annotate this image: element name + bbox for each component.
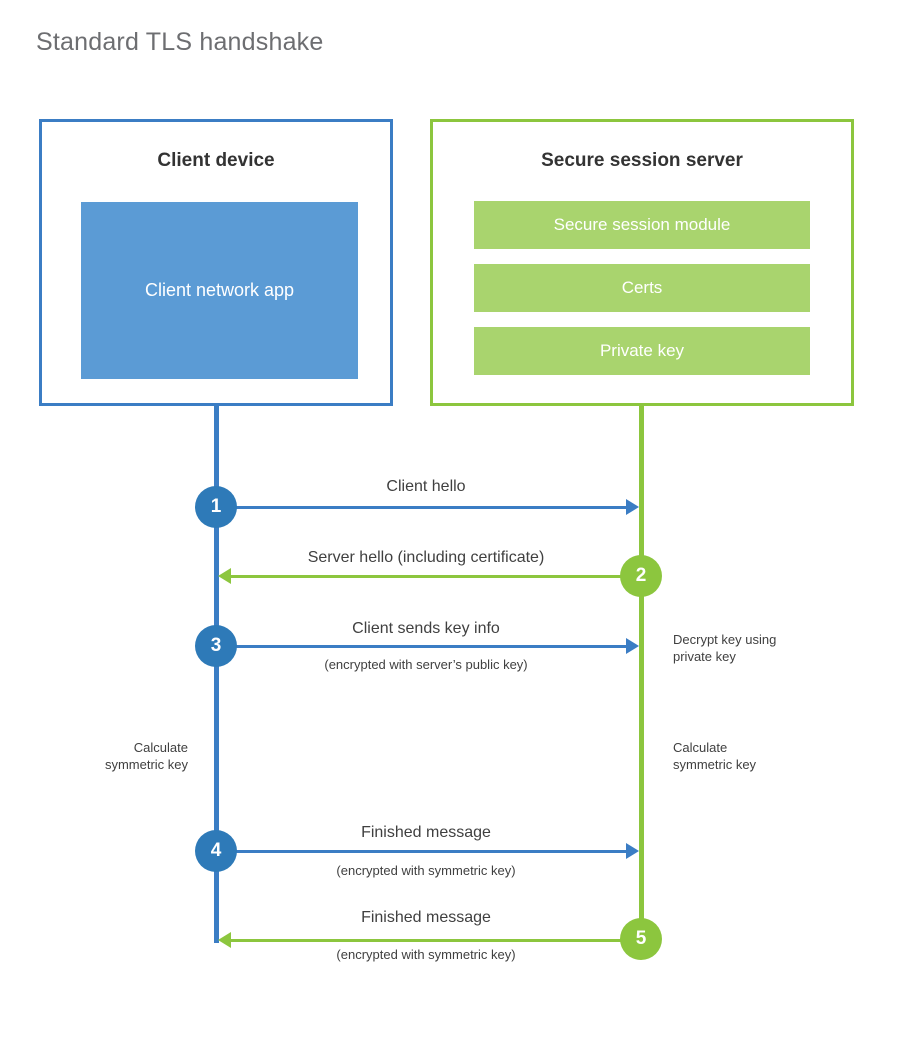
step-5-arrow-head-icon — [218, 932, 231, 948]
step-1-arrow-head-icon — [626, 499, 639, 515]
step-3-arrow-head-icon — [626, 638, 639, 654]
annotation-decrypt-key: Decrypt key using private key — [673, 632, 777, 664]
step-3-arrow-line — [216, 645, 626, 648]
server-component-certs: Certs — [474, 264, 810, 312]
step-4-arrow-line — [216, 850, 626, 853]
step-5-sublabel: (encrypted with symmetric key) — [336, 947, 516, 962]
step-1-label: Client hello — [386, 478, 466, 495]
step-5-arrow-line — [231, 939, 626, 942]
step-3-label: Client sends key info — [352, 620, 500, 637]
step-2-label: Server hello (including certificate) — [307, 549, 545, 566]
secure-session-server-title: Secure session server — [541, 150, 743, 171]
client-device-box: Client device Client network app — [39, 119, 393, 406]
step-1-arrow-line — [216, 506, 626, 509]
secure-session-server-box: Secure session server Secure session mod… — [430, 119, 854, 406]
step-4-arrow-head-icon — [626, 843, 639, 859]
client-network-app-block: Client network app — [81, 202, 358, 379]
step-4-sublabel: (encrypted with symmetric key) — [336, 863, 516, 878]
server-component-private-key: Private key — [474, 327, 810, 375]
step-marker-4: 4 — [195, 830, 237, 872]
annotation-calculate-symmetric-key-client: Calculate symmetric key — [104, 740, 188, 772]
step-3-sublabel: (encrypted with server’s public key) — [324, 657, 528, 672]
step-5-label: Finished message — [361, 909, 491, 926]
server-component-secure-session-module: Secure session module — [474, 201, 810, 249]
step-4-label: Finished message — [361, 824, 491, 841]
step-marker-5: 5 — [620, 918, 662, 960]
step-marker-3: 3 — [195, 625, 237, 667]
annotation-calculate-symmetric-key-server: Calculate symmetric key — [673, 740, 757, 772]
step-2-arrow-head-icon — [218, 568, 231, 584]
step-2-arrow-line — [231, 575, 626, 578]
client-device-title: Client device — [157, 150, 275, 171]
page-title: Standard TLS handshake — [36, 28, 324, 56]
step-marker-1: 1 — [195, 486, 237, 528]
server-lifeline — [639, 403, 644, 943]
client-lifeline — [214, 403, 219, 943]
step-marker-2: 2 — [620, 555, 662, 597]
